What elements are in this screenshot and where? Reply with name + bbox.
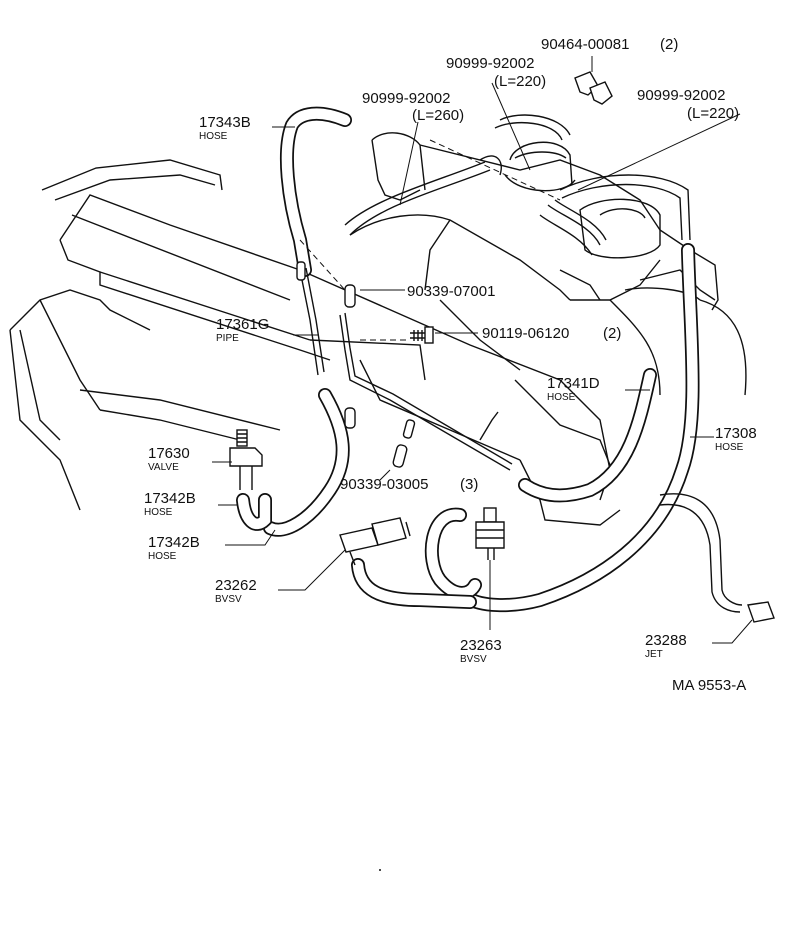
part-name: HOSE (715, 442, 744, 453)
callout-23263: 23263 BVSV (460, 637, 502, 665)
pipe-17361g (299, 267, 513, 471)
part-name: HOSE (199, 131, 228, 142)
part-number: 90119-06120 (482, 325, 569, 342)
part-number: 90999-92002 (362, 90, 450, 107)
connector-tubes (296, 261, 416, 468)
part-spec: (L=220) (687, 105, 739, 122)
part-spec: (L=260) (412, 107, 464, 124)
part-name: PIPE (216, 333, 239, 344)
speck (379, 869, 381, 871)
diagram-reference: MA 9553-A (672, 677, 746, 694)
jet-23288 (747, 601, 775, 623)
hose-17343b (279, 106, 352, 277)
callout-17342b-upper: 17342B HOSE (144, 490, 196, 518)
clips-90464-00081 (574, 71, 613, 105)
callout-17342b-lower: 17342B HOSE (148, 534, 200, 562)
part-name: JET (645, 649, 663, 660)
part-number: 17342B (148, 534, 200, 551)
part-name: VALVE (148, 462, 179, 473)
part-number: 90464-00081 (541, 36, 629, 53)
callout-23288: 23288 JET (645, 632, 687, 660)
callout-90339-03005: 90339-03005 (3) (340, 476, 478, 493)
part-number: 17343B (199, 114, 251, 131)
leader-lines (212, 56, 753, 644)
part-qty: (2) (603, 325, 621, 342)
hose-bvsv-loop (351, 507, 482, 609)
engine-block-outline (9, 159, 621, 526)
callout-17630: 17630 VALVE (148, 445, 190, 473)
part-number: 90339-07001 (407, 283, 495, 300)
part-qty: (2) (660, 36, 678, 53)
callout-23262: 23262 BVSV (215, 577, 257, 605)
part-number: 90999-92002 (637, 87, 725, 104)
part-name: BVSV (215, 594, 242, 605)
part-number: 23262 (215, 577, 257, 594)
callout-17343b: 17343B HOSE (199, 114, 251, 142)
guide-lines (299, 139, 561, 341)
callout-90999-92002-l220-a: 90999-92002 (L=220) (446, 55, 546, 90)
valve-17630 (229, 429, 263, 490)
bolt-90119-06120 (410, 326, 434, 344)
part-number: 23263 (460, 637, 502, 654)
part-number: 90339-03005 (340, 476, 428, 493)
callout-90464-00081: 90464-00081 (2) (541, 36, 678, 53)
hose-17342b-small (236, 493, 272, 531)
hose-17342b-main (263, 388, 350, 537)
part-name: HOSE (148, 551, 177, 562)
callout-17341d: 17341D HOSE (547, 375, 600, 403)
part-number: 17361G (216, 316, 269, 333)
callout-90999-92002-l260: 90999-92002 (L=260) (362, 90, 464, 124)
part-number: 17342B (144, 490, 196, 507)
callout-17361g: 17361G PIPE (216, 316, 269, 344)
part-number: 23288 (645, 632, 687, 649)
callout-90999-92002-l220-b: 90999-92002 (L=220) (637, 87, 739, 122)
hose-17341d (518, 368, 657, 503)
part-qty: (3) (460, 476, 478, 493)
part-number: 17630 (148, 445, 190, 462)
part-name: HOSE (547, 392, 576, 403)
part-number: 17341D (547, 375, 600, 392)
callout-17308: 17308 HOSE (715, 425, 757, 453)
hose-17308 (461, 243, 700, 613)
callout-90339-07001: 90339-07001 (407, 283, 495, 300)
bvsv-23262 (339, 517, 411, 566)
part-spec: (L=220) (494, 73, 546, 90)
part-number: 90999-92002 (446, 55, 534, 72)
part-name: BVSV (460, 654, 487, 665)
hose-to-jet (659, 493, 743, 613)
part-name: HOSE (144, 507, 173, 518)
bvsv-23263 (475, 507, 505, 560)
callout-90119-06120: 90119-06120 (2) (482, 325, 621, 342)
part-number: 17308 (715, 425, 757, 442)
